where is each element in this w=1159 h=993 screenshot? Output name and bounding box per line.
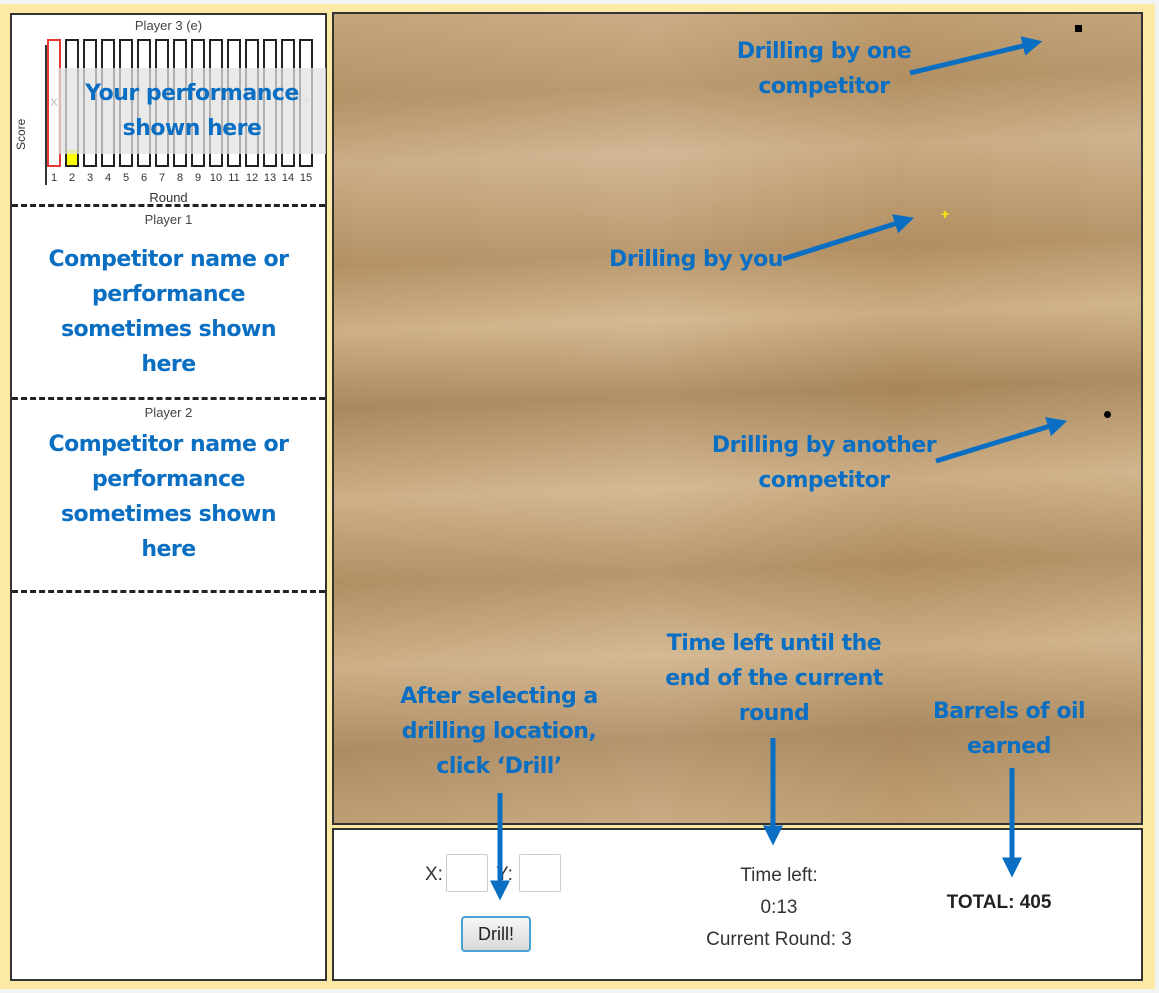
annotation-line: Drilling by another	[711, 433, 937, 458]
competitor-annotation: Competitor name or performance sometimes…	[12, 242, 325, 382]
annotation-line: end of the current	[665, 666, 883, 691]
round-score-fill	[67, 150, 77, 165]
score-axis-label: Score	[14, 118, 28, 150]
annotation-line: performance	[92, 282, 245, 307]
round-tick-label: 12	[245, 172, 259, 184]
annotation-line: Competitor name or	[48, 247, 289, 272]
annotation-line: Time left until the	[666, 631, 882, 656]
drill-hint-annotation: After selecting a drilling location, cli…	[389, 679, 609, 784]
annotation-line: earned	[967, 734, 1051, 759]
section-divider	[12, 204, 325, 207]
drilling-map[interactable]: + Drilling by one competitor Drilling by…	[332, 12, 1143, 825]
round-tick-label: 1	[50, 172, 58, 184]
round-tick-label: 5	[122, 172, 130, 184]
section-divider	[12, 590, 325, 593]
time-hint-annotation: Time left until the end of the current r…	[659, 626, 889, 731]
annotation-line: sometimes shown	[60, 317, 277, 342]
self-annotation-overlay	[58, 68, 326, 154]
competitor-1-drill-marker	[1075, 25, 1082, 32]
drill-button[interactable]: Drill!	[461, 916, 531, 952]
total-barrels: TOTAL: 405	[946, 892, 1052, 913]
annotation-line: here	[141, 352, 196, 377]
competitor-title: Player 2	[144, 405, 193, 420]
y-input[interactable]	[519, 854, 561, 892]
self-player-title: Player 3 (e)	[134, 18, 203, 33]
round-tick-label: 4	[104, 172, 112, 184]
annotation-line: Your performance	[85, 81, 299, 106]
annotation-line: After selecting a	[400, 684, 598, 709]
you-annotation: Drilling by you	[596, 242, 796, 277]
annotation-line: here	[141, 537, 196, 562]
annotation-line: round	[738, 701, 810, 726]
annotation-line: Drilling by you	[609, 247, 783, 272]
annotation-line: Competitor name or	[48, 432, 289, 457]
competitor-two-annotation: Drilling by another competitor	[704, 428, 944, 498]
round-tick-label: 3	[86, 172, 94, 184]
time-left-value: 0:13	[760, 897, 798, 918]
competitor-section-2: Player 2 Competitor name or performance …	[12, 400, 325, 593]
round-mark: X	[50, 97, 58, 109]
score-axis	[45, 45, 47, 185]
competitor-one-annotation: Drilling by one competitor	[724, 34, 924, 104]
round-tick-label: 13	[263, 172, 277, 184]
annotation-line: shown here	[122, 116, 262, 141]
round-tick-label: 14	[281, 172, 295, 184]
barrels-hint-annotation: Barrels of oil earned	[924, 694, 1094, 764]
round-tick-label: 11	[228, 172, 240, 184]
competitor-annotation: Competitor name or performance sometimes…	[12, 427, 325, 567]
round-tick-label: 8	[176, 172, 184, 184]
round-axis-label: Round	[149, 190, 188, 205]
annotation-line: Barrels of oil	[932, 699, 1086, 724]
annotation-line: competitor	[758, 74, 890, 99]
competitor-title: Player 1	[144, 212, 193, 227]
round-tick-label: 9	[194, 172, 202, 184]
annotation-line: click ‘Drill’	[436, 754, 562, 779]
y-label: Y:	[496, 864, 513, 885]
round-tick-label: 7	[158, 172, 166, 184]
competitor-2-drill-marker	[1104, 411, 1111, 418]
annotation-line: drilling location,	[401, 719, 597, 744]
round-tick-label: 10	[209, 172, 223, 184]
annotation-line: performance	[92, 467, 245, 492]
competitor-section-1: Player 1 Competitor name or performance …	[12, 207, 325, 400]
round-tick-label: 15	[299, 172, 313, 184]
annotation-line: sometimes shown	[60, 502, 277, 527]
annotation-line: competitor	[758, 468, 890, 493]
x-input[interactable]	[446, 854, 488, 892]
control-panel: X: Y: Drill! Time left: 0:13 Current Rou…	[332, 828, 1143, 981]
timer-block: Time left: 0:13 Current Round: 3	[664, 860, 894, 956]
annotation-line: Drilling by one	[736, 39, 912, 64]
round-tick-label: 6	[140, 172, 148, 184]
round-tick-label: 2	[68, 172, 76, 184]
current-round: Current Round: 3	[706, 929, 852, 950]
self-annotation: Your performance shown here	[58, 76, 326, 146]
time-left-label: Time left:	[740, 865, 818, 886]
x-label: X:	[425, 864, 443, 885]
section-divider	[12, 397, 325, 400]
you-drill-marker: +	[941, 206, 950, 222]
